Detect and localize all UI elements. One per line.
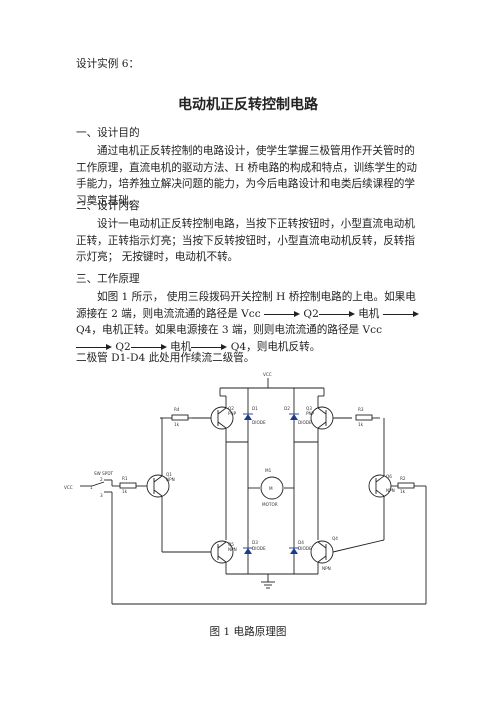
d1-label: D1 bbox=[252, 406, 258, 411]
diode-note: 二极管 D1-D4 此处用作续流二级管。 bbox=[76, 352, 255, 364]
d1-type: DIODE bbox=[252, 420, 266, 425]
r1-label: R1 bbox=[122, 476, 128, 481]
q4-label: Q4 bbox=[332, 536, 338, 541]
arrow-icon bbox=[76, 343, 112, 351]
circuit-diagram: VCC R4 1k R3 1k Q2 PNP Q3 PNP D1 DIODE D… bbox=[64, 372, 427, 605]
section-heading-content: 二、设计内容 bbox=[76, 200, 140, 212]
arrow-icon bbox=[382, 310, 419, 318]
section-principle-text: 如图 1 所示， 使用三段拨码开关控制 H 桥控制电路的上电。如果电源接在 2 … bbox=[76, 289, 420, 355]
motor-label: MOTOR bbox=[262, 502, 278, 507]
section-heading-principle: 三、工作原理 bbox=[76, 273, 140, 285]
d2-type: DIODE bbox=[298, 420, 312, 425]
r3-value: 1k bbox=[358, 422, 364, 427]
q5-type: NPN bbox=[228, 547, 237, 552]
section-heading-purpose: 一、设计目的 bbox=[76, 127, 140, 139]
r2-value: 1k bbox=[400, 489, 406, 494]
arrow-icon bbox=[264, 310, 301, 318]
arrow-icon bbox=[318, 310, 355, 318]
r4-label: R4 bbox=[174, 407, 180, 412]
q3-type: PNP bbox=[306, 411, 315, 416]
q2-label: Q2 bbox=[228, 406, 234, 411]
r4-value: 1k bbox=[174, 422, 180, 427]
vcc-input-label: VCC bbox=[64, 485, 73, 490]
figure-caption: 图 1 电路原理图 bbox=[209, 626, 287, 638]
arrow-icon bbox=[130, 343, 167, 351]
q1-label: Q1 bbox=[166, 472, 172, 477]
q5-label: Q5 bbox=[228, 542, 234, 547]
section-content-text: 设计一电动机正反转控制电路，当按下正转按钮时，小型直流电动机正转，正转指示灯亮；… bbox=[76, 218, 415, 263]
switch-pin-3: 3 bbox=[100, 493, 103, 498]
d3-type: DIODE bbox=[252, 546, 266, 551]
vcc-label: VCC bbox=[263, 372, 272, 377]
r3-label: R3 bbox=[358, 407, 364, 412]
d4-type: DIODE bbox=[298, 546, 312, 551]
page-title: 电动机正反转控制电路 bbox=[178, 97, 318, 113]
q2-type: PNP bbox=[228, 411, 237, 416]
r2-label: R2 bbox=[400, 476, 406, 481]
m1-label: M1 bbox=[265, 468, 272, 473]
motor-symbol: M bbox=[269, 486, 273, 491]
q6-type: NPN bbox=[386, 488, 395, 493]
switch-label: SW SPDT bbox=[94, 471, 114, 476]
switch-pin-1: 1 bbox=[90, 485, 93, 490]
d3-label: D3 bbox=[252, 540, 258, 545]
d2-label: D2 bbox=[284, 406, 290, 411]
example-label: 设计实例 6： bbox=[76, 58, 140, 70]
q6-label: Q6 bbox=[386, 474, 392, 479]
q1-type: NPN bbox=[166, 477, 175, 482]
q4-type: NPN bbox=[322, 566, 331, 571]
r1-value: 1k bbox=[122, 489, 128, 494]
d4-label: D4 bbox=[298, 540, 304, 545]
arrow-icon bbox=[191, 343, 228, 351]
q3-label: Q3 bbox=[306, 406, 312, 411]
section-purpose-text: 通过电机正反转控制的电路设计，使学生掌握三极管用作开关管时的工作原理，直流电机的… bbox=[76, 145, 418, 207]
switch-pin-2: 2 bbox=[100, 477, 103, 482]
